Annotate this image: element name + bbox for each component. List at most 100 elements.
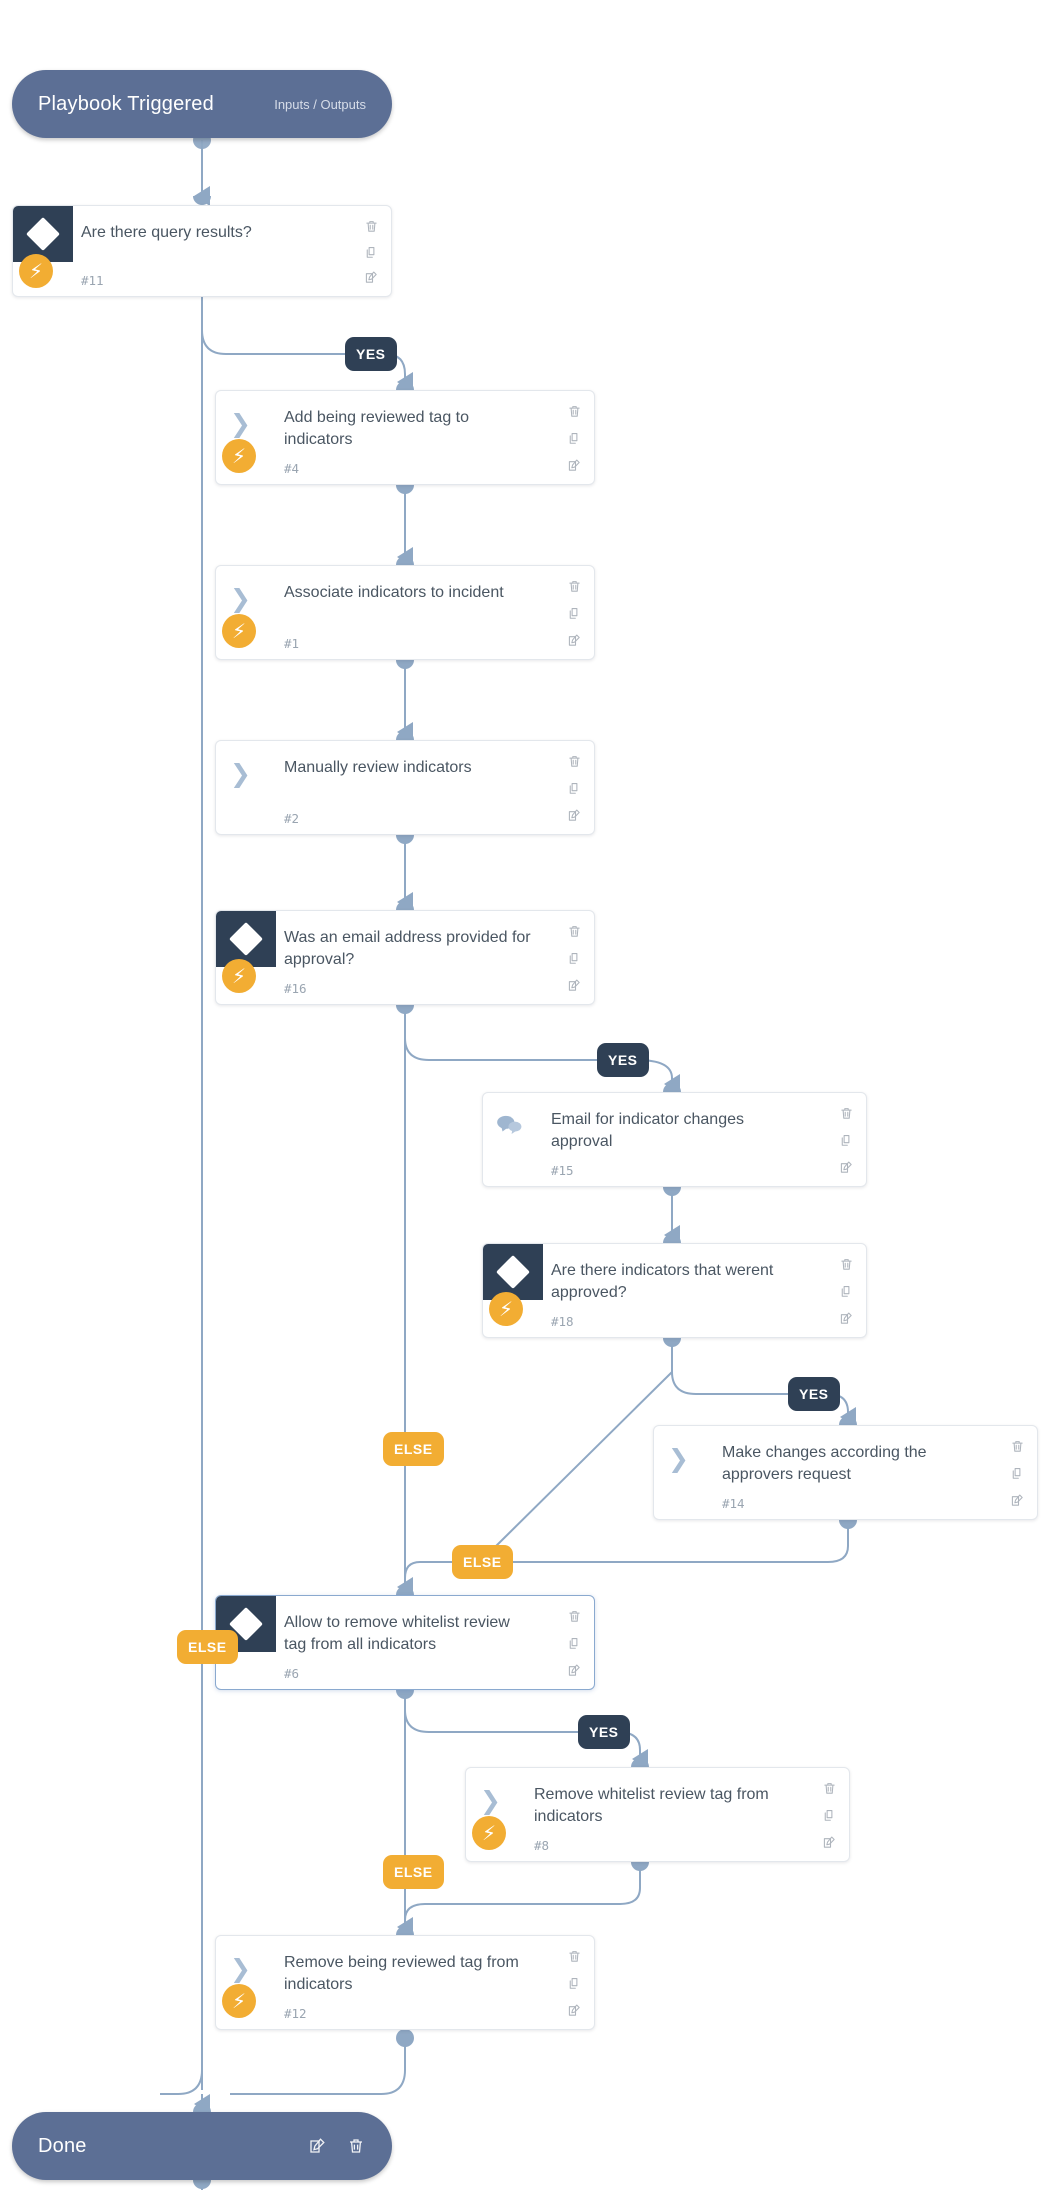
- playbook-node[interactable]: ❯⚡Add being reviewed tag to indicators #4: [215, 390, 595, 485]
- node-id: #11: [81, 273, 104, 288]
- edit-icon[interactable]: [838, 1310, 855, 1327]
- branch-badge-yes[interactable]: YES: [578, 1715, 630, 1749]
- trash-icon[interactable]: [346, 2136, 366, 2156]
- chevron-right-icon: ❯: [480, 1786, 501, 1815]
- playbook-node[interactable]: ❯⚡Remove whitelist review tag from indic…: [465, 1767, 850, 1862]
- node-title: Was an email address provided for approv…: [284, 929, 531, 968]
- chevron-right-icon: ❯: [230, 584, 251, 613]
- copy-icon[interactable]: [566, 1975, 583, 1992]
- playbook-node[interactable]: ⚡ Are there indicators that werent approv…: [482, 1243, 867, 1338]
- copy-icon[interactable]: [566, 605, 583, 622]
- trash-icon[interactable]: [566, 1608, 583, 1625]
- playbook-node[interactable]: ❯ Manually review indicators #2: [215, 740, 595, 835]
- edit-icon[interactable]: [363, 269, 380, 286]
- trash-icon[interactable]: [363, 218, 380, 235]
- node-gutter: ❯⚡: [216, 391, 276, 484]
- playbook-node[interactable]: ❯⚡Remove being reviewed tag from indicat…: [215, 1935, 595, 2030]
- edit-icon[interactable]: [566, 632, 583, 649]
- copy-icon[interactable]: [566, 950, 583, 967]
- node-body: Make changes according the approvers req…: [714, 1426, 997, 1519]
- edit-icon[interactable]: [1009, 1492, 1026, 1509]
- chevron-right-icon: ❯: [230, 1954, 251, 1983]
- playbook-node[interactable]: ⚡Was an email address provided for appro…: [215, 910, 595, 1005]
- node-id: #2: [284, 811, 300, 826]
- node-id: #14: [722, 1496, 745, 1511]
- branch-badge-else[interactable]: ELSE: [383, 1432, 444, 1466]
- edit-icon[interactable]: [566, 1662, 583, 1679]
- node-gutter: ❯⚡: [466, 1768, 526, 1861]
- done-label: Done: [38, 2134, 87, 2157]
- branch-badge-else[interactable]: ELSE: [177, 1630, 238, 1664]
- copy-icon[interactable]: [566, 430, 583, 447]
- node-title: Add being reviewed tag to indicators: [284, 409, 470, 448]
- trash-icon[interactable]: [566, 1948, 583, 1965]
- node-title: Manually review indicators: [284, 759, 472, 776]
- node-body: Add being reviewed tag to indicators #4: [276, 391, 554, 484]
- node-id: #16: [284, 981, 307, 996]
- node-actions: [554, 1596, 594, 1689]
- node-actions: [826, 1244, 866, 1337]
- node-gutter: ⚡: [13, 206, 73, 296]
- edit-icon[interactable]: [821, 1834, 838, 1851]
- automation-bolt-icon: ⚡: [19, 254, 53, 288]
- copy-icon[interactable]: [821, 1807, 838, 1824]
- trash-icon[interactable]: [838, 1256, 855, 1273]
- done-node[interactable]: Done: [12, 2112, 392, 2180]
- playbook-node[interactable]: Allow to remove whitelist review tag fro…: [215, 1595, 595, 1690]
- node-body: Are there query results?#11: [73, 206, 351, 296]
- copy-icon[interactable]: [1009, 1465, 1026, 1482]
- branch-badge-yes[interactable]: YES: [788, 1377, 840, 1411]
- trash-icon[interactable]: [566, 403, 583, 420]
- node-actions: [997, 1426, 1037, 1519]
- node-id: #15: [551, 1163, 574, 1178]
- playbook-node[interactable]: ⚡ Are there query results?#11: [12, 205, 392, 297]
- edit-icon[interactable]: [566, 977, 583, 994]
- node-body: Remove whitelist review tag from indicat…: [526, 1768, 809, 1861]
- node-id: #8: [534, 1838, 550, 1853]
- trash-icon[interactable]: [566, 923, 583, 940]
- copy-icon[interactable]: [566, 1635, 583, 1652]
- node-body: Allow to remove whitelist review tag fro…: [276, 1596, 554, 1689]
- copy-icon[interactable]: [838, 1132, 855, 1149]
- edit-icon[interactable]: [308, 2136, 328, 2156]
- node-id: #18: [551, 1314, 574, 1329]
- inputs-outputs-link[interactable]: Inputs / Outputs: [274, 96, 366, 112]
- diamond-icon: [216, 911, 276, 967]
- playbook-node[interactable]: ❯ Make changes according the approvers re…: [653, 1425, 1038, 1520]
- playbook-node[interactable]: Email for indicator changes approval#15: [482, 1092, 867, 1187]
- chevron-right-icon: ❯: [230, 759, 251, 788]
- chevron-right-icon: ❯: [230, 409, 251, 438]
- trash-icon[interactable]: [566, 753, 583, 770]
- branch-badge-yes[interactable]: YES: [597, 1043, 649, 1077]
- trash-icon[interactable]: [821, 1780, 838, 1797]
- node-body: Are there indicators that werent approve…: [543, 1244, 826, 1337]
- trash-icon[interactable]: [838, 1105, 855, 1122]
- playbook-triggered-node[interactable]: Playbook Triggered Inputs / Outputs: [12, 70, 392, 138]
- edit-icon[interactable]: [838, 1159, 855, 1176]
- automation-bolt-icon: ⚡: [489, 1292, 523, 1326]
- copy-icon[interactable]: [838, 1283, 855, 1300]
- trash-icon[interactable]: [1009, 1438, 1026, 1455]
- edit-icon[interactable]: [566, 807, 583, 824]
- chevron-right-icon: ❯: [668, 1444, 689, 1473]
- playbook-node[interactable]: ❯⚡Associate indicators to incident#1: [215, 565, 595, 660]
- copy-icon[interactable]: [566, 780, 583, 797]
- branch-badge-else[interactable]: ELSE: [452, 1545, 513, 1579]
- node-id: #4: [284, 461, 300, 476]
- edit-icon[interactable]: [566, 2002, 583, 2019]
- automation-bolt-icon: ⚡: [472, 1816, 506, 1850]
- node-body: Email for indicator changes approval#15: [543, 1093, 826, 1186]
- edit-icon[interactable]: [566, 457, 583, 474]
- node-gutter: [483, 1093, 543, 1186]
- node-title: Associate indicators to incident: [284, 584, 504, 601]
- trash-icon[interactable]: [566, 578, 583, 595]
- copy-icon[interactable]: [363, 244, 380, 261]
- playbook-triggered-label: Playbook Triggered: [38, 92, 214, 115]
- node-body: Was an email address provided for approv…: [276, 911, 554, 1004]
- branch-badge-yes[interactable]: YES: [345, 337, 397, 371]
- node-body: Remove being reviewed tag from indicator…: [276, 1936, 554, 2029]
- node-actions: [826, 1093, 866, 1186]
- node-gutter: ⚡: [483, 1244, 543, 1337]
- branch-badge-else[interactable]: ELSE: [383, 1855, 444, 1889]
